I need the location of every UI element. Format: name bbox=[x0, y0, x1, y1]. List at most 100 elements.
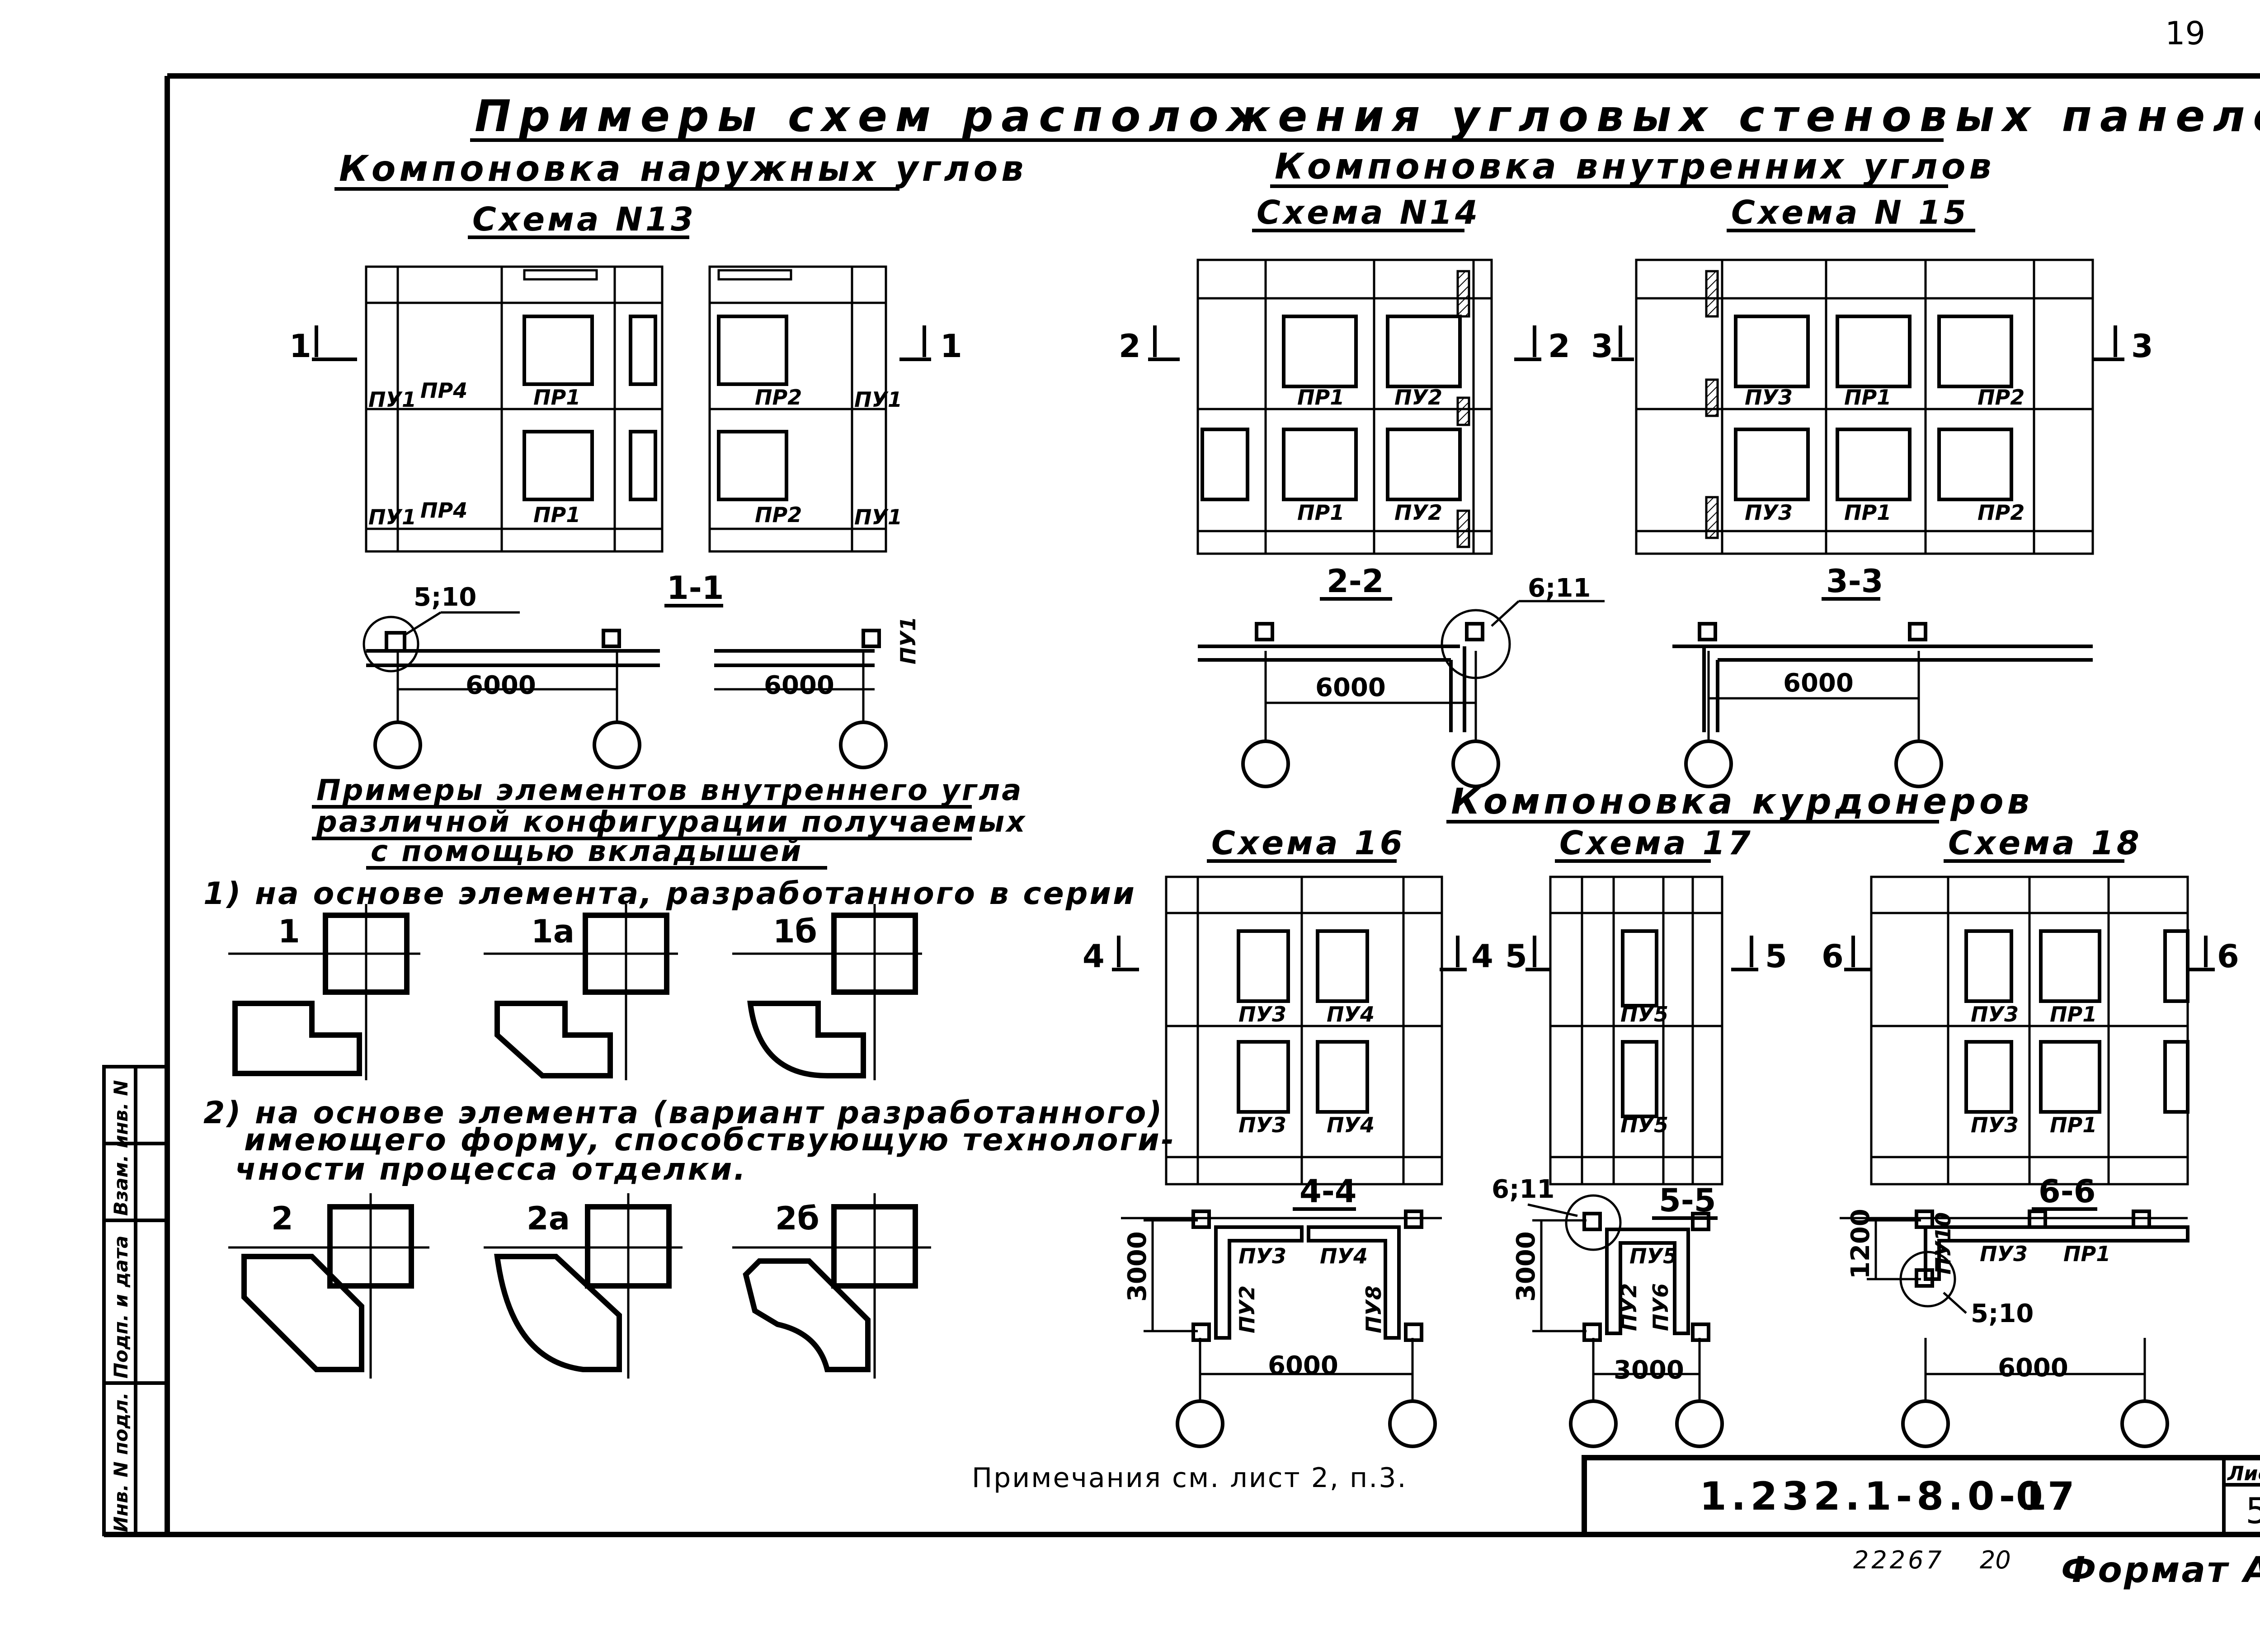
scheme-17-title: Схема 17 bbox=[1559, 824, 1753, 862]
scheme-14-title: Схема N14 bbox=[1257, 193, 1480, 231]
sheet-format: Формат А3 bbox=[2061, 1550, 2260, 1591]
stamp-inv-original: Инв. N подл. bbox=[110, 1392, 132, 1532]
dimension: 6000 bbox=[1315, 673, 1386, 702]
panel-label: ПУ3 bbox=[1238, 1244, 1286, 1268]
section-mark: 1 bbox=[940, 328, 962, 365]
panel-label: ПУ4 bbox=[1320, 1244, 1368, 1268]
panel-label: ПУ2 bbox=[1394, 385, 1442, 409]
scheme-16: Схема 16 ПУ3 ПУ4 ПУ3 ПУ4 4 4 4-4 ПУ3 ПУ4… bbox=[1083, 824, 1493, 1448]
stamp-sign-date: Подп. и дата bbox=[110, 1235, 132, 1379]
section-mark: 6 bbox=[1822, 938, 1844, 975]
panel-label: ПУ4 bbox=[1327, 1113, 1375, 1137]
panel-label: ПР4 bbox=[420, 378, 467, 403]
inner-corners-heading: Компоновка внутренних углов bbox=[1275, 146, 1995, 187]
scheme-17: Схема 17 ПУ5 ПУ5 5 5 5-5 6;11 ПУ5 ПУ2 ПУ… bbox=[1492, 824, 1787, 1448]
panel-label: ПР1 bbox=[533, 503, 580, 527]
dimension: 6000 bbox=[1268, 1351, 1338, 1380]
node-ref: 5;10 bbox=[414, 583, 476, 612]
example-label: 2б bbox=[775, 1200, 819, 1237]
node-ref: 5;10 bbox=[1971, 1299, 2034, 1328]
panel-label: ПР1 bbox=[1844, 385, 1891, 409]
section-label: 6-6 bbox=[2039, 1173, 2095, 1210]
example-label: 1 bbox=[278, 913, 300, 950]
stamp-replace-inv: Взам. инв. N bbox=[110, 1080, 132, 1216]
panel-label: ПР1 bbox=[2050, 1002, 2097, 1026]
section-label: 3-3 bbox=[1826, 563, 1883, 600]
section-mark: 5 bbox=[1765, 938, 1787, 975]
panel-label: ПР2 bbox=[755, 503, 802, 527]
dimension: 3000 bbox=[1614, 1355, 1684, 1385]
section-label: 1-1 bbox=[667, 569, 724, 607]
examples-heading-line1: Примеры элементов внутреннего угла bbox=[316, 774, 1023, 807]
dimension: 6000 bbox=[1783, 668, 1854, 698]
panel-label: ПУ2 bbox=[1394, 500, 1442, 525]
side-stamp: Инв. N подл. Подп. и дата Взам. инв. N bbox=[102, 1065, 169, 1536]
inner-corner-examples: Примеры элементов внутреннего угла разли… bbox=[203, 774, 1176, 1379]
example-item-2-line3: чности процесса отделки. bbox=[235, 1152, 747, 1187]
node-ref: 6;11 bbox=[1528, 574, 1591, 603]
section-mark: 2 bbox=[1548, 328, 1570, 365]
document-code-suffix: 07 bbox=[2016, 1474, 2079, 1519]
document-code: 1.232.1-8.0-1 bbox=[1700, 1474, 2051, 1519]
panel-label: ПУ1 bbox=[368, 387, 416, 412]
sheet-label: Лист bbox=[2227, 1462, 2260, 1485]
panel-label: ПР1 bbox=[2050, 1113, 2097, 1137]
section-mark: 6 bbox=[2217, 938, 2239, 975]
panel-label: ПУ5 bbox=[1629, 1244, 1677, 1268]
dimension: 3000 bbox=[1123, 1231, 1152, 1302]
panel-label: ПУ8 bbox=[1361, 1285, 1386, 1333]
example-label: 2 bbox=[271, 1200, 293, 1237]
section-mark: 3 bbox=[2131, 328, 2153, 365]
scheme-14: Схема N14 ПР1 ПУ2 ПР1 ПУ2 2 2 2-2 bbox=[1119, 193, 1605, 788]
panel-label: ПУ2 bbox=[1235, 1285, 1259, 1333]
panel-label: ПУ3 bbox=[1238, 1002, 1286, 1026]
node-ref: 6;11 bbox=[1492, 1175, 1554, 1204]
dimension: 6000 bbox=[1998, 1353, 2068, 1383]
panel-label: ПР2 bbox=[755, 385, 802, 409]
panel-label: ПУ5 bbox=[1620, 1002, 1668, 1026]
section-mark: 2 bbox=[1119, 328, 1141, 365]
outer-corners-heading: Компоновка наружных углов bbox=[339, 149, 1027, 189]
dimension: 6000 bbox=[764, 671, 834, 700]
panel-label: ПУ2 bbox=[1617, 1283, 1641, 1331]
panel-label: ПУ1 bbox=[368, 505, 416, 529]
example-label: 1б bbox=[773, 913, 817, 950]
scheme-18: Схема 18 ПУ3 ПР1 ПУ3 ПР1 6 6 6-6 5;10 bbox=[1822, 824, 2239, 1448]
panel-label: ПУ3 bbox=[1980, 1242, 2028, 1266]
notes: Примечания см. лист 2, п.3. bbox=[972, 1462, 1408, 1494]
panel-label: ПР1 bbox=[2063, 1242, 2110, 1266]
example-label: 2а bbox=[527, 1200, 570, 1237]
panel-label: ПУ5 bbox=[1620, 1113, 1668, 1137]
dimension: 6000 bbox=[466, 671, 536, 700]
sheet-number: 5 bbox=[2246, 1491, 2260, 1532]
section-mark: 3 bbox=[1591, 328, 1613, 365]
panel-label: ПУ4 bbox=[1327, 1002, 1375, 1026]
kurdoner-heading: Компоновка курдонеров bbox=[1451, 781, 2033, 822]
section-label: 2-2 bbox=[1327, 563, 1384, 600]
panel-label: ПУ3 bbox=[1971, 1002, 2019, 1026]
scheme-15: Схема N 15 ПУ3 ПР1 ПР2 ПУ3 ПР1 ПР2 3 3 3… bbox=[1591, 193, 2153, 788]
example-item-2-line2: имеющего форму, способствующую технологи… bbox=[244, 1122, 1176, 1158]
panel-label: ПУ3 bbox=[1238, 1113, 1286, 1137]
panel-label: ПУ6 bbox=[1648, 1283, 1673, 1331]
page-number: 19 bbox=[2165, 15, 2205, 52]
section-mark: 1 bbox=[289, 328, 311, 365]
drawing-title: Примеры схем расположения угловых стенов… bbox=[475, 91, 2260, 141]
section-label: 4-4 bbox=[1300, 1173, 1356, 1210]
panel-label: ПР1 bbox=[533, 385, 580, 409]
title-block: 1.232.1-8.0-1 07 Лист 5 bbox=[1582, 1455, 2260, 1537]
dimension: 3000 bbox=[1511, 1231, 1541, 1302]
dimension: 1200 bbox=[1846, 1209, 1875, 1279]
section-mark: 4 bbox=[1083, 938, 1105, 975]
panel-label: ПУ1 bbox=[854, 505, 902, 529]
examples-heading-line3: с помощью вкладышей bbox=[371, 835, 803, 868]
panel-label: ПР1 bbox=[1297, 385, 1344, 409]
panel-label: ПР4 bbox=[420, 498, 467, 522]
scheme-13-title: Схема N13 bbox=[472, 200, 696, 238]
panel-label: ПУ3 bbox=[1745, 500, 1793, 525]
panel-label: ПУ10 bbox=[1931, 1212, 1955, 1275]
examples-heading-line2: различной конфигурации получаемых bbox=[316, 805, 1026, 839]
scheme-18-title: Схема 18 bbox=[1948, 824, 2142, 862]
panel-label: ПУ3 bbox=[1971, 1113, 2019, 1137]
